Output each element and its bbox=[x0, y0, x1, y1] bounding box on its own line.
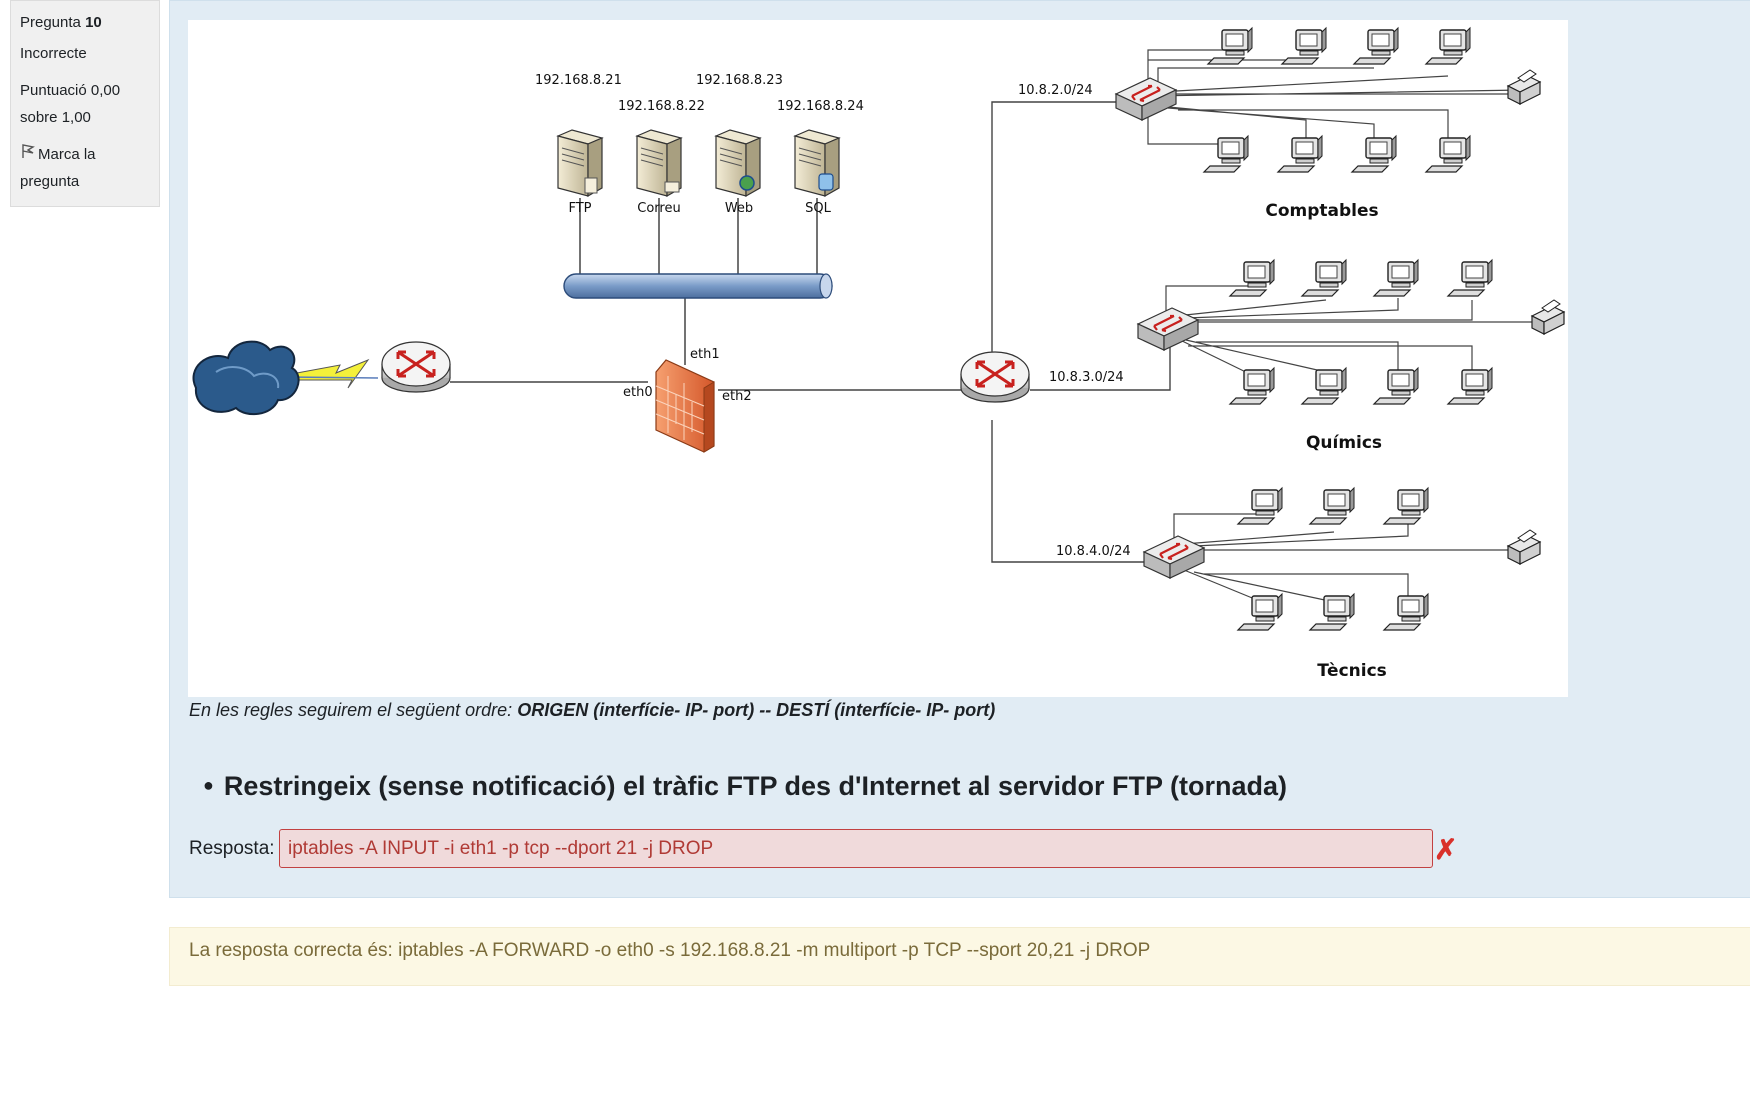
pc-icon bbox=[1207, 27, 1253, 65]
group-label-tecnics: Tècnics bbox=[1317, 661, 1387, 681]
pc-icon bbox=[1425, 135, 1471, 173]
pc-icon bbox=[1203, 135, 1249, 173]
network-diagram: 192.168.8.21 192.168.8.22 192.168.8.23 1… bbox=[188, 20, 1568, 697]
server-ip-sql: 192.168.8.24 bbox=[777, 99, 864, 114]
question-state: Incorrecte bbox=[20, 45, 87, 62]
subnet-label-comptables: 10.8.2.0/24 bbox=[1018, 83, 1093, 98]
server-label-sql: SQL bbox=[805, 201, 831, 216]
pc-icon bbox=[1383, 487, 1429, 525]
internet-cloud-icon bbox=[192, 340, 300, 416]
pc-icon bbox=[1301, 367, 1347, 405]
task-text: Restringeix (sense notificació) el tràfi… bbox=[223, 771, 1288, 801]
pc-icon bbox=[1351, 135, 1397, 173]
cross-icon: ✗ bbox=[1434, 834, 1458, 865]
group-label-comptables: Comptables bbox=[1265, 201, 1378, 221]
pc-icon bbox=[1301, 259, 1347, 297]
pc-icon bbox=[1425, 27, 1471, 65]
task-bullet: ● Restringeix (sense notificació) el tràf… bbox=[203, 771, 1287, 802]
server-ip-web: 192.168.8.23 bbox=[696, 73, 783, 88]
printer-icon bbox=[1507, 529, 1541, 565]
pc-icon bbox=[1229, 259, 1275, 297]
right-answer-feedback: La resposta correcta és: iptables -A FOR… bbox=[169, 927, 1750, 986]
pc-icon bbox=[1237, 487, 1283, 525]
wan-link bbox=[450, 198, 968, 391]
bullet-icon: ● bbox=[203, 775, 214, 795]
pc-icon bbox=[1309, 593, 1355, 631]
printer-icon bbox=[1531, 299, 1565, 335]
server-ip-mail: 192.168.8.22 bbox=[618, 99, 705, 114]
pc-icon bbox=[1447, 367, 1493, 405]
edge-router-icon bbox=[380, 340, 452, 394]
subnet-label-quimics: 10.8.3.0/24 bbox=[1049, 370, 1124, 385]
pc-icon bbox=[1447, 259, 1493, 297]
pc-icon bbox=[1229, 367, 1275, 405]
rule-order-note: En les regles seguirem el següent ordre:… bbox=[189, 700, 996, 720]
server-label-ftp: FTP bbox=[568, 201, 591, 216]
pc-icon bbox=[1373, 259, 1419, 297]
pc-icon bbox=[1277, 135, 1323, 173]
pc-icon bbox=[1237, 593, 1283, 631]
comptables-switch-icon bbox=[1114, 76, 1178, 122]
iface-eth1: eth1 bbox=[690, 347, 720, 362]
group-label-quimics: Químics bbox=[1306, 433, 1382, 453]
comptables-cluster bbox=[1147, 49, 1524, 145]
server-label-mail: Correu bbox=[637, 201, 680, 216]
pc-icon bbox=[1383, 593, 1429, 631]
response-label: Resposta: bbox=[189, 838, 275, 859]
dmz-bus bbox=[563, 273, 833, 299]
subnet-links bbox=[991, 101, 1171, 563]
pc-icon bbox=[1309, 487, 1355, 525]
firewall-icon bbox=[655, 359, 715, 453]
pc-icon bbox=[1353, 27, 1399, 65]
printer-icon bbox=[1507, 69, 1541, 105]
pc-icon bbox=[1281, 27, 1327, 65]
tecnics-cluster bbox=[1173, 513, 1518, 603]
server-label-web: Web bbox=[725, 201, 753, 216]
server-ip-ftp: 192.168.8.21 bbox=[535, 73, 622, 88]
core-router-icon bbox=[959, 350, 1031, 404]
quimics-cluster bbox=[1165, 285, 1542, 377]
question-number: Pregunta 10 bbox=[20, 14, 102, 31]
subnet-label-tecnics: 10.8.4.0/24 bbox=[1056, 544, 1131, 559]
iface-eth2: eth2 bbox=[722, 389, 752, 404]
flag-icon bbox=[20, 141, 38, 168]
iface-eth0: eth0 bbox=[623, 385, 653, 400]
pc-icon bbox=[1373, 367, 1419, 405]
response-input[interactable] bbox=[279, 829, 1433, 868]
